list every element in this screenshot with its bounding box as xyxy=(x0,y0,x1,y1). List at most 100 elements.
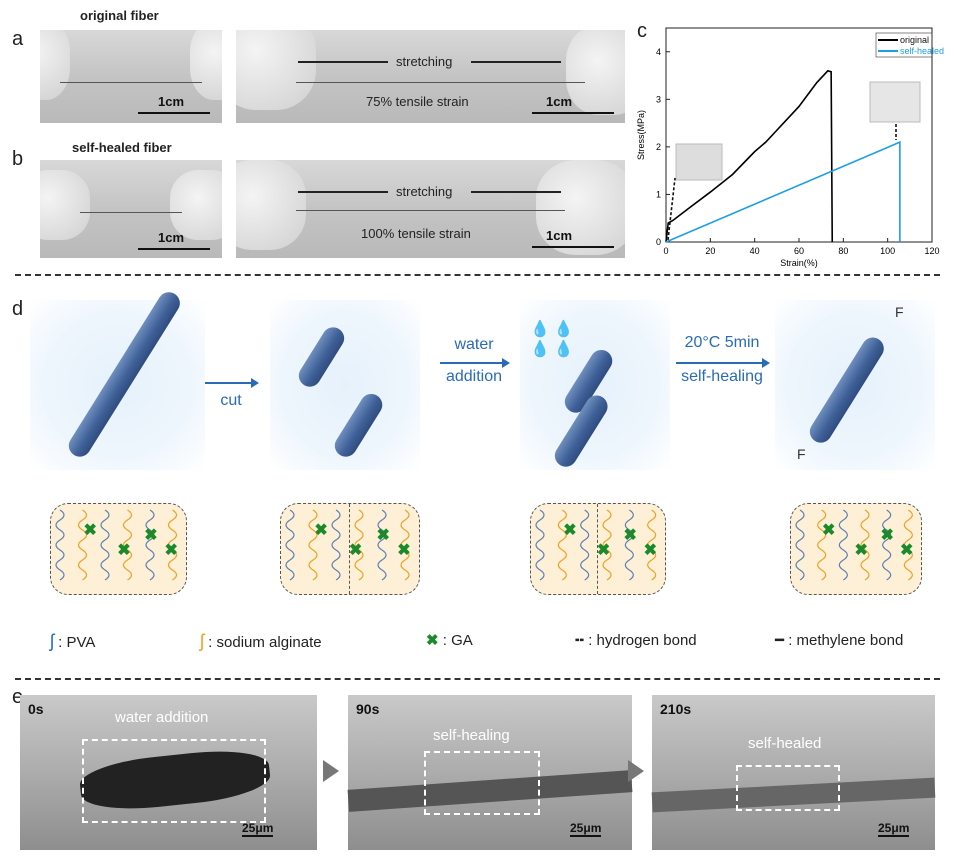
y-tick-label: 1 xyxy=(656,189,661,199)
step-water: water xyxy=(454,336,494,353)
glove xyxy=(536,160,625,255)
panel-label-d: d xyxy=(12,298,24,320)
original-fiber-photo: 1cm xyxy=(40,30,222,123)
fiber-rod xyxy=(330,389,387,461)
water-arrow xyxy=(440,358,510,368)
series-line-self-healed xyxy=(665,140,901,243)
legend-label: methylene bond xyxy=(796,632,904,649)
panel-label-a: a xyxy=(12,28,24,50)
legend-alginate: ʃ : sodium alginate xyxy=(200,631,322,651)
stretched-original-photo: stretching 75% tensile strain 1cm xyxy=(236,30,625,123)
ga-crosslink-icon: ✖ xyxy=(900,542,913,559)
pva-chain-icon: ʃ xyxy=(50,631,54,651)
scale-label: 1cm xyxy=(546,228,573,243)
panel-label-c: c xyxy=(637,20,647,42)
force-label-bottom: F xyxy=(797,446,806,462)
time-label: 210s xyxy=(660,701,692,717)
inset-photo-original xyxy=(675,143,723,181)
ga-crosslink-icon: ✖ xyxy=(624,527,637,544)
cut-arrow xyxy=(205,378,259,388)
water-drops-icon: 💧💧💧💧 xyxy=(530,321,578,358)
stretched-self-healed-photo: stretching 100% tensile strain 1cm xyxy=(236,160,625,258)
polymer-chain xyxy=(557,509,567,581)
caption: water addition xyxy=(115,709,209,726)
step-addition: addition xyxy=(445,368,503,385)
x-tick-label: 20 xyxy=(705,246,715,256)
legend-label: hydrogen bond xyxy=(596,632,697,649)
scale-label: 1cm xyxy=(546,94,573,109)
x-tick-label: 0 xyxy=(663,246,668,256)
legend-label: PVA xyxy=(66,634,96,651)
ga-crosslink-icon: ✖ xyxy=(855,542,868,559)
scale-bar xyxy=(532,246,614,248)
glove xyxy=(566,30,625,115)
y-axis-label: Stress(MPa) xyxy=(636,110,646,160)
polymer-chain xyxy=(580,509,590,581)
glove xyxy=(40,30,70,100)
solid-line-icon: ━ xyxy=(775,632,785,649)
polymer-chain xyxy=(838,509,848,581)
polymer-chain xyxy=(167,509,178,581)
scale-bar: 25μm xyxy=(242,821,274,837)
legend-methylene-bond: ━ : methylene bond xyxy=(775,632,904,649)
ga-crosslink-icon: ✖ xyxy=(426,632,439,649)
ga-crosslink-icon: ✖ xyxy=(377,527,390,544)
left-arrow xyxy=(298,61,388,63)
ga-crosslink-icon: ✖ xyxy=(349,542,362,559)
next-arrow-icon xyxy=(628,760,644,782)
right-arrow xyxy=(471,61,561,63)
y-tick-label: 4 xyxy=(656,47,661,57)
glove xyxy=(236,160,306,250)
polymer-chain xyxy=(602,509,612,581)
ga-crosslink-icon: ✖ xyxy=(881,527,894,544)
intact-fiber-panel xyxy=(30,288,205,470)
network-water xyxy=(530,503,666,595)
fiber xyxy=(296,210,565,211)
polymer-chain xyxy=(145,509,155,581)
inset-photo-self-healed xyxy=(869,81,921,123)
right-arrow xyxy=(471,191,561,193)
force-label-top: F xyxy=(895,304,904,320)
polymer-chain xyxy=(331,509,341,581)
x-tick-label: 40 xyxy=(750,246,760,256)
left-arrow xyxy=(298,191,388,193)
scale-bar: 25μm xyxy=(878,821,910,837)
ga-crosslink-icon: ✖ xyxy=(822,522,835,539)
highlight-box xyxy=(736,765,840,811)
polymer-chain xyxy=(860,509,870,581)
ga-crosslink-icon: ✖ xyxy=(165,542,178,559)
highlight-box xyxy=(424,751,540,815)
x-axis-label: Strain(%) xyxy=(780,258,818,268)
polymer-chain xyxy=(882,509,892,581)
panel-label-b: b xyxy=(12,148,24,170)
polymer-chain xyxy=(400,509,410,581)
fiber xyxy=(80,212,182,213)
panel-b-title: self-healed fiber xyxy=(72,140,172,155)
fiber-rod xyxy=(64,288,185,461)
ga-crosslink-icon: ✖ xyxy=(84,522,97,539)
legend-label: GA xyxy=(451,632,473,649)
fiber-rod xyxy=(805,333,888,447)
polymer-chain xyxy=(122,509,133,581)
scale-label: 1cm xyxy=(158,94,185,109)
stretching-label: stretching xyxy=(396,54,453,69)
glove xyxy=(236,30,316,110)
polymer-chain xyxy=(285,509,295,581)
polymer-chain xyxy=(647,509,657,581)
frame-0s: 0s water addition 25μm xyxy=(20,695,317,850)
y-tick-label: 3 xyxy=(656,94,661,104)
panel-label-e: e xyxy=(12,686,24,708)
polymer-chain xyxy=(535,509,545,581)
frame-90s: 90s self-healing 25μm xyxy=(347,695,633,850)
scale-bar xyxy=(138,248,210,250)
y-tick-label: 0 xyxy=(656,237,661,247)
series-line-original xyxy=(665,69,834,243)
caption: self-healing xyxy=(433,727,510,744)
legend-entry: self-healed xyxy=(900,46,944,56)
plot-frame xyxy=(665,27,933,243)
dotted-line-icon: ╍ xyxy=(575,632,585,649)
ga-crosslink-icon: ✖ xyxy=(563,522,576,539)
polymer-chain xyxy=(377,509,387,581)
x-tick-label: 100 xyxy=(880,246,895,256)
